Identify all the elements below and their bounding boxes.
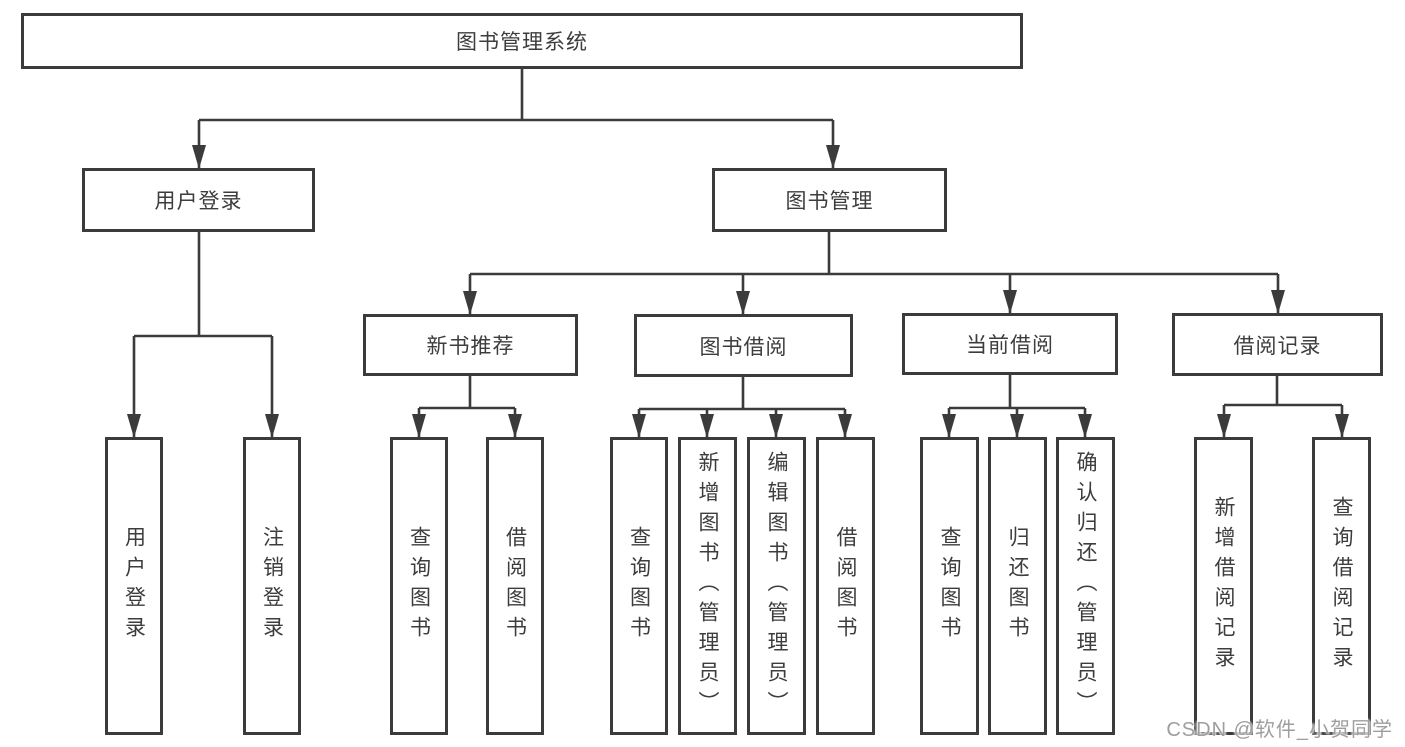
node-user-login: 用户登录 bbox=[82, 168, 315, 232]
watermark-csdn: CSDN @软件_小贺同学 bbox=[1166, 719, 1393, 741]
leaf-query-books-current: 查询图书 bbox=[920, 437, 979, 735]
rail-new-book bbox=[419, 376, 515, 410]
leaf-confirm-return-admin: 确认归还（管理员） bbox=[1056, 437, 1115, 735]
node-book-management: 图书管理 bbox=[712, 168, 947, 232]
rail-book-borrow bbox=[639, 377, 845, 411]
leaf-query-books-recommend: 查询图书 bbox=[390, 437, 448, 735]
leaf-borrow-books: 借阅图书 bbox=[816, 437, 875, 735]
leaf-edit-books-admin: 编辑图书（管理员） bbox=[747, 437, 806, 735]
node-borrow-records: 借阅记录 bbox=[1172, 313, 1383, 376]
leaf-user-login: 用户登录 bbox=[105, 437, 163, 735]
leaf-query-borrow-record: 查询借阅记录 bbox=[1312, 437, 1371, 735]
rail-current-borrow bbox=[949, 375, 1085, 410]
rail-root bbox=[199, 69, 833, 122]
leaf-query-books-borrow: 查询图书 bbox=[610, 437, 668, 735]
leaf-borrow-books-recommend: 借阅图书 bbox=[486, 437, 544, 735]
rail-user-login bbox=[134, 232, 272, 338]
leaf-add-books-admin: 新增图书（管理员） bbox=[678, 437, 737, 735]
node-current-borrowing: 当前借阅 bbox=[902, 313, 1118, 375]
rail-borrow-records bbox=[1224, 376, 1342, 407]
node-book-borrowing: 图书借阅 bbox=[634, 314, 853, 377]
leaf-add-borrow-record: 新增借阅记录 bbox=[1194, 437, 1253, 735]
node-new-book-recommend: 新书推荐 bbox=[363, 314, 578, 376]
leaf-logout: 注销登录 bbox=[243, 437, 301, 735]
leaf-return-books: 归还图书 bbox=[988, 437, 1047, 735]
node-root: 图书管理系统 bbox=[21, 13, 1023, 69]
rail-book-management bbox=[470, 232, 1278, 276]
